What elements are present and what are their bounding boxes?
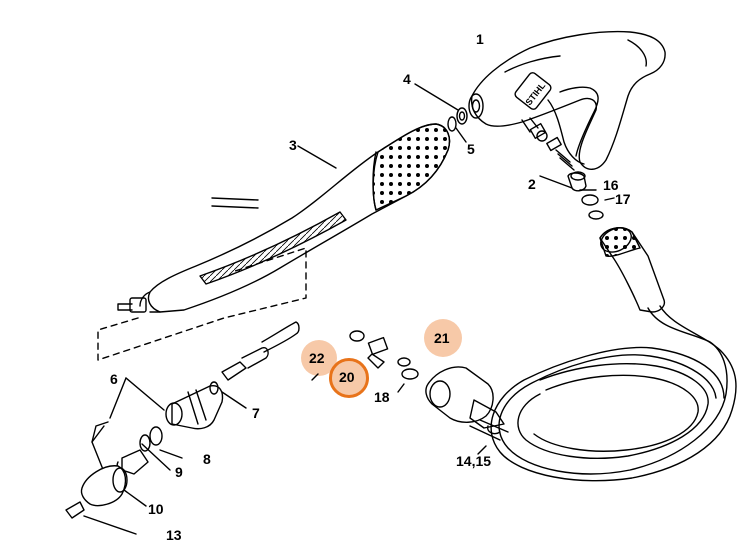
lance-tube (117, 123, 451, 313)
label-2: 2 (528, 176, 536, 192)
label-1: 1 (476, 31, 484, 47)
label-6: 6 (110, 371, 118, 387)
highlight-21 (424, 319, 462, 357)
label-16: 16 (603, 177, 619, 193)
label-18: 18 (374, 389, 390, 405)
label-14-15: 14,15 (456, 453, 492, 469)
label-22: 22 (309, 350, 325, 366)
label-7: 7 (252, 405, 260, 421)
label-5: 5 (467, 141, 475, 157)
label-21: 21 (434, 330, 450, 346)
label-8: 8 (203, 451, 211, 467)
label-20: 20 (339, 369, 355, 385)
label-9: 9 (175, 464, 183, 480)
label-3: 3 (289, 137, 297, 153)
spray-gun-handle: STIHL (468, 30, 666, 170)
label-17: 17 (615, 191, 631, 207)
valve-parts-2 (529, 122, 587, 192)
label-10: 10 (148, 501, 164, 517)
highlight-ring-20 (329, 358, 369, 398)
hose-assembly (425, 227, 737, 482)
label-4: 4 (403, 71, 411, 87)
adapter-parts (311, 330, 419, 393)
label-13: 13 (166, 527, 182, 543)
nozzle-assembly (65, 321, 300, 535)
